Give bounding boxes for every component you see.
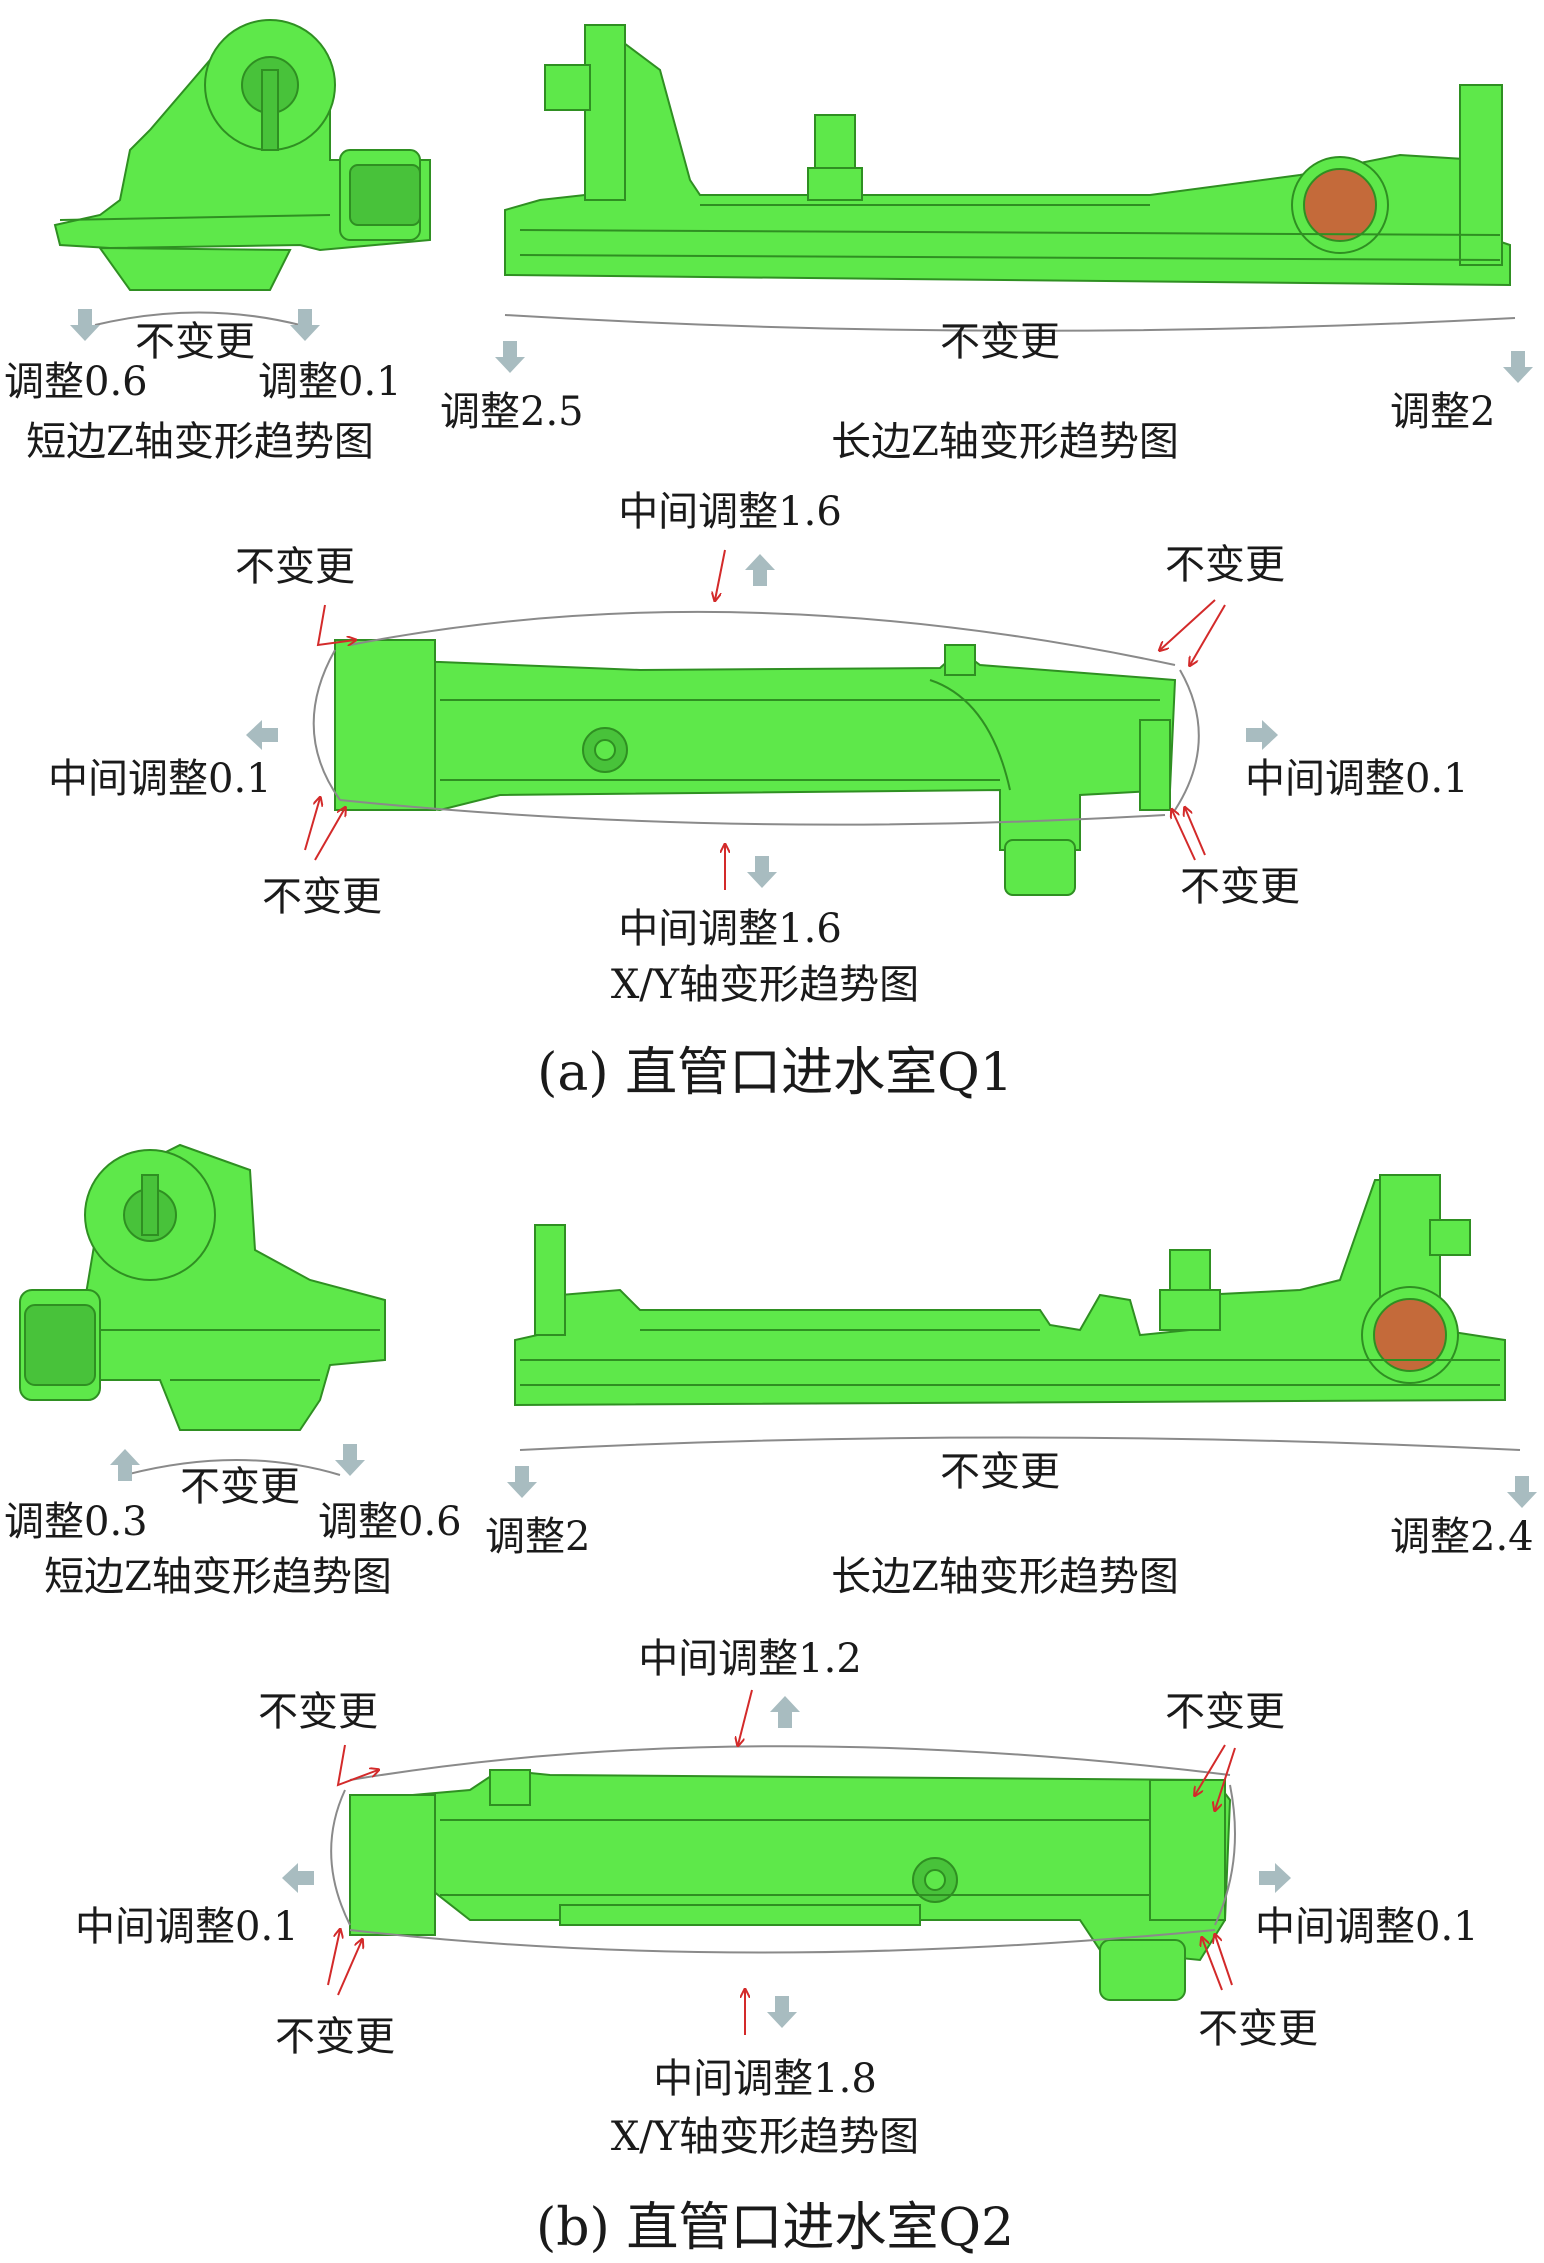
short-z-right-label: 调整0.6 [318,1499,462,1545]
red-arrow-icon [314,808,345,861]
long-z-part-a [504,24,1511,287]
arrow-down-icon [1507,1476,1537,1508]
long-z-curve-b [519,1436,1521,1451]
xy-top-label: 中间调整1.6 [618,489,842,535]
long-z-left-label: 调整2.5 [440,389,584,435]
short-z-curve-b [124,1459,341,1476]
long-z-center-label: 不变更 [940,1449,1060,1495]
xy-part-b [349,1768,1232,2001]
xy-corner-tl-label: 不变更 [235,544,355,590]
long-z-center-label: 不变更 [940,319,1060,365]
red-arrow-icon [316,604,355,647]
xy-right-label: 中间调整0.1 [1255,1904,1479,1950]
xy-curve-right-b [1214,1784,1236,1926]
short-z-center-label: 不变更 [135,319,255,365]
short-z-center-label: 不变更 [180,1464,300,1510]
short-z-part-a [53,19,431,291]
long-z-title: 长边Z轴变形趋势图 [831,1554,1179,1600]
short-z-part-b [19,1143,386,1431]
xy-curve-bottom-a [339,799,1166,826]
xy-corner-bl-label: 不变更 [275,2014,395,2060]
arrow-down-icon [507,1466,537,1498]
xy-curve-top-a [349,610,1176,666]
xy-corner-br-label: 不变更 [1180,864,1300,910]
red-arrow-icon [715,549,726,600]
xy-curve-left-a [312,649,341,801]
xy-top-label: 中间调整1.2 [638,1636,862,1682]
xy-left-label: 中间调整0.1 [48,756,272,802]
arrow-up-icon [770,1696,800,1728]
red-arrow-icon [1215,1935,1233,1986]
panel-a: 不变更 调整0.6 调整0.1 短边Z轴变形趋势图 不变更 调整2.5 调整2 … [4,19,1533,1103]
xy-title: X/Y轴变形趋势图 [611,962,919,1008]
long-z-title: 长边Z轴变形趋势图 [831,419,1179,465]
red-arrow-icon [1185,808,1206,856]
arrow-left-icon [246,720,278,750]
red-arrow-icon [738,1689,753,1745]
xy-left-label: 中间调整0.1 [75,1904,299,1950]
xy-corner-tr-label: 不变更 [1165,542,1285,588]
xy-right-label: 中间调整0.1 [1245,756,1469,802]
xy-curve-bottom-b [349,1929,1216,1954]
arrow-down-icon [290,309,320,341]
arrow-down-icon [495,341,525,373]
arrow-right-icon [1246,720,1278,750]
xy-corner-bl-label: 不变更 [262,874,382,920]
arrow-left-icon [282,1863,314,1893]
panel-b-caption: (b) 直管口进水室Q2 [536,2198,1014,2258]
arrow-down-icon [747,856,777,888]
long-z-part-b [514,1174,1506,1407]
short-z-left-label: 调整0.3 [4,1499,148,1545]
red-arrow-icon [1172,810,1196,861]
long-z-curve-a [504,314,1516,332]
short-z-title: 短边Z轴变形趋势图 [44,1554,392,1600]
arrow-down-icon [767,1996,797,2028]
xy-part-a [334,639,1177,896]
arrow-down-icon [1503,351,1533,383]
red-arrow-icon [1195,1744,1226,1795]
short-z-left-label: 调整0.6 [4,359,148,405]
red-arrow-icon [1160,599,1216,650]
red-arrow-icon [1190,604,1226,665]
xy-bottom-label: 中间调整1.6 [618,906,842,952]
red-arrow-icon [1202,1938,1223,1991]
red-arrow-icon [1215,1747,1236,1810]
short-z-curve-a [94,311,301,326]
panel-a-caption: (a) 直管口进水室Q1 [537,1043,1013,1103]
arrow-up-icon [110,1449,140,1481]
long-z-right-label: 调整2.4 [1390,1514,1534,1560]
short-z-right-label: 调整0.1 [258,359,402,405]
xy-curve-left-b [330,1789,351,1926]
arrow-down-icon [335,1444,365,1476]
arrow-up-icon [745,554,775,586]
xy-curve-right-a [1174,669,1200,811]
red-arrow-icon [336,1744,378,1787]
arrow-right-icon [1259,1863,1291,1893]
panel-b: 不变更 调整0.3 调整0.6 短边Z轴变形趋势图 不变更 调整2 调整2.4 … [4,1143,1537,2258]
xy-corner-tl-label: 不变更 [258,1689,378,1735]
long-z-left-label: 调整2 [485,1514,590,1560]
red-arrow-icon [337,1940,362,1996]
long-z-right-label: 调整2 [1390,389,1495,435]
xy-corner-tr-label: 不变更 [1165,1689,1285,1735]
red-arrow-icon [304,798,320,851]
red-arrow-icon [327,1930,340,1986]
xy-curve-top-b [349,1745,1231,1781]
short-z-title: 短边Z轴变形趋势图 [26,419,374,465]
xy-title: X/Y轴变形趋势图 [611,2114,919,2160]
arrow-down-icon [70,309,100,341]
xy-bottom-label: 中间调整1.8 [653,2056,877,2102]
xy-corner-br-label: 不变更 [1198,2006,1318,2052]
